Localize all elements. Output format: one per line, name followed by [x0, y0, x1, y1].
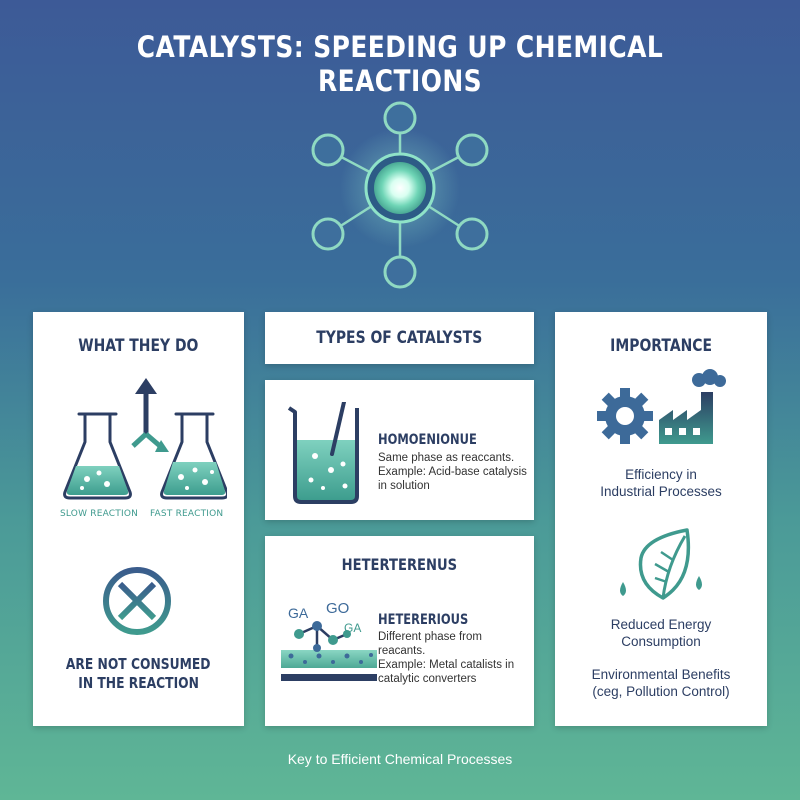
- ga-right-label: GA: [344, 621, 362, 635]
- footer-caption: Key to Efficient Chemical Processes: [287, 751, 513, 767]
- leaf-drops-icon: [620, 528, 702, 600]
- importance-panel: IMPORTANCE: [555, 312, 767, 726]
- heterogeneous-heading: HETERTERENUS: [341, 555, 458, 574]
- efficiency-line1: Efficiency in: [625, 467, 697, 482]
- beaker-icon: [287, 402, 359, 504]
- not-consumed-line2: IN THE REACTION: [78, 674, 199, 692]
- fast-flask-icon: [160, 412, 227, 500]
- heterogeneous-title: HETERERIOUS: [378, 612, 469, 628]
- surface-catalysis-icon: [281, 621, 377, 681]
- types-heading: TYPES OF CATALYSTS: [316, 328, 483, 348]
- not-consumed-line1: ARE NOT CONSUMED: [66, 655, 211, 673]
- branch-arrows-icon: [131, 432, 169, 452]
- environment-line1: Environmental Benefits: [591, 667, 731, 682]
- factory-icon: [659, 369, 726, 444]
- environment-line2: (ceg, Pollution Control): [592, 684, 730, 699]
- ga-left-label: GA: [288, 605, 309, 621]
- go-label: GO: [326, 600, 350, 617]
- heterogeneous-line2: Example: Metal catalists in: [378, 659, 515, 671]
- heterogeneous-line1: Different phase from reacants.: [378, 631, 482, 657]
- heterogeneous-line3: catalytic converters: [378, 673, 477, 685]
- energy-line2: Consumption: [621, 634, 701, 649]
- homogeneous-line3: in solution: [378, 480, 430, 492]
- slow-flask-icon: [63, 412, 132, 500]
- importance-heading: IMPORTANCE: [610, 336, 712, 356]
- homogeneous-title: HOMOENIONUE: [378, 432, 477, 448]
- what-they-do-panel: WHAT THEY DO: [33, 312, 244, 726]
- up-arrow-icon: [135, 378, 157, 434]
- types-heading-panel: TYPES OF CATALYSTS: [265, 312, 534, 364]
- gear-factory-icon: [597, 369, 726, 444]
- homogeneous-line1: Same phase as reaccants.: [378, 452, 515, 464]
- no-symbol-icon: [103, 567, 171, 635]
- slow-reaction-label: SLOW REACTION: [60, 509, 139, 519]
- energy-line1: Reduced Energy: [610, 617, 712, 632]
- page-title: CATALYSTS: SPEEDING UP CHEMICAL REACTION…: [136, 30, 664, 98]
- fast-reaction-label: FAST REACTION: [150, 509, 224, 519]
- homogeneous-panel: HOMOENIONUE Same phase as reaccants. Exa…: [265, 380, 534, 520]
- homogeneous-line2: Example: Acid-base catalysis: [378, 466, 527, 478]
- efficiency-line2: Industrial Processes: [600, 484, 722, 499]
- reaction-flasks-icon: [63, 378, 227, 500]
- heterogeneous-panel: HETERTERENUS GA GO GA: [265, 536, 534, 726]
- what-they-do-heading: WHAT THEY DO: [78, 336, 199, 356]
- catalyst-molecule-icon: [311, 101, 489, 289]
